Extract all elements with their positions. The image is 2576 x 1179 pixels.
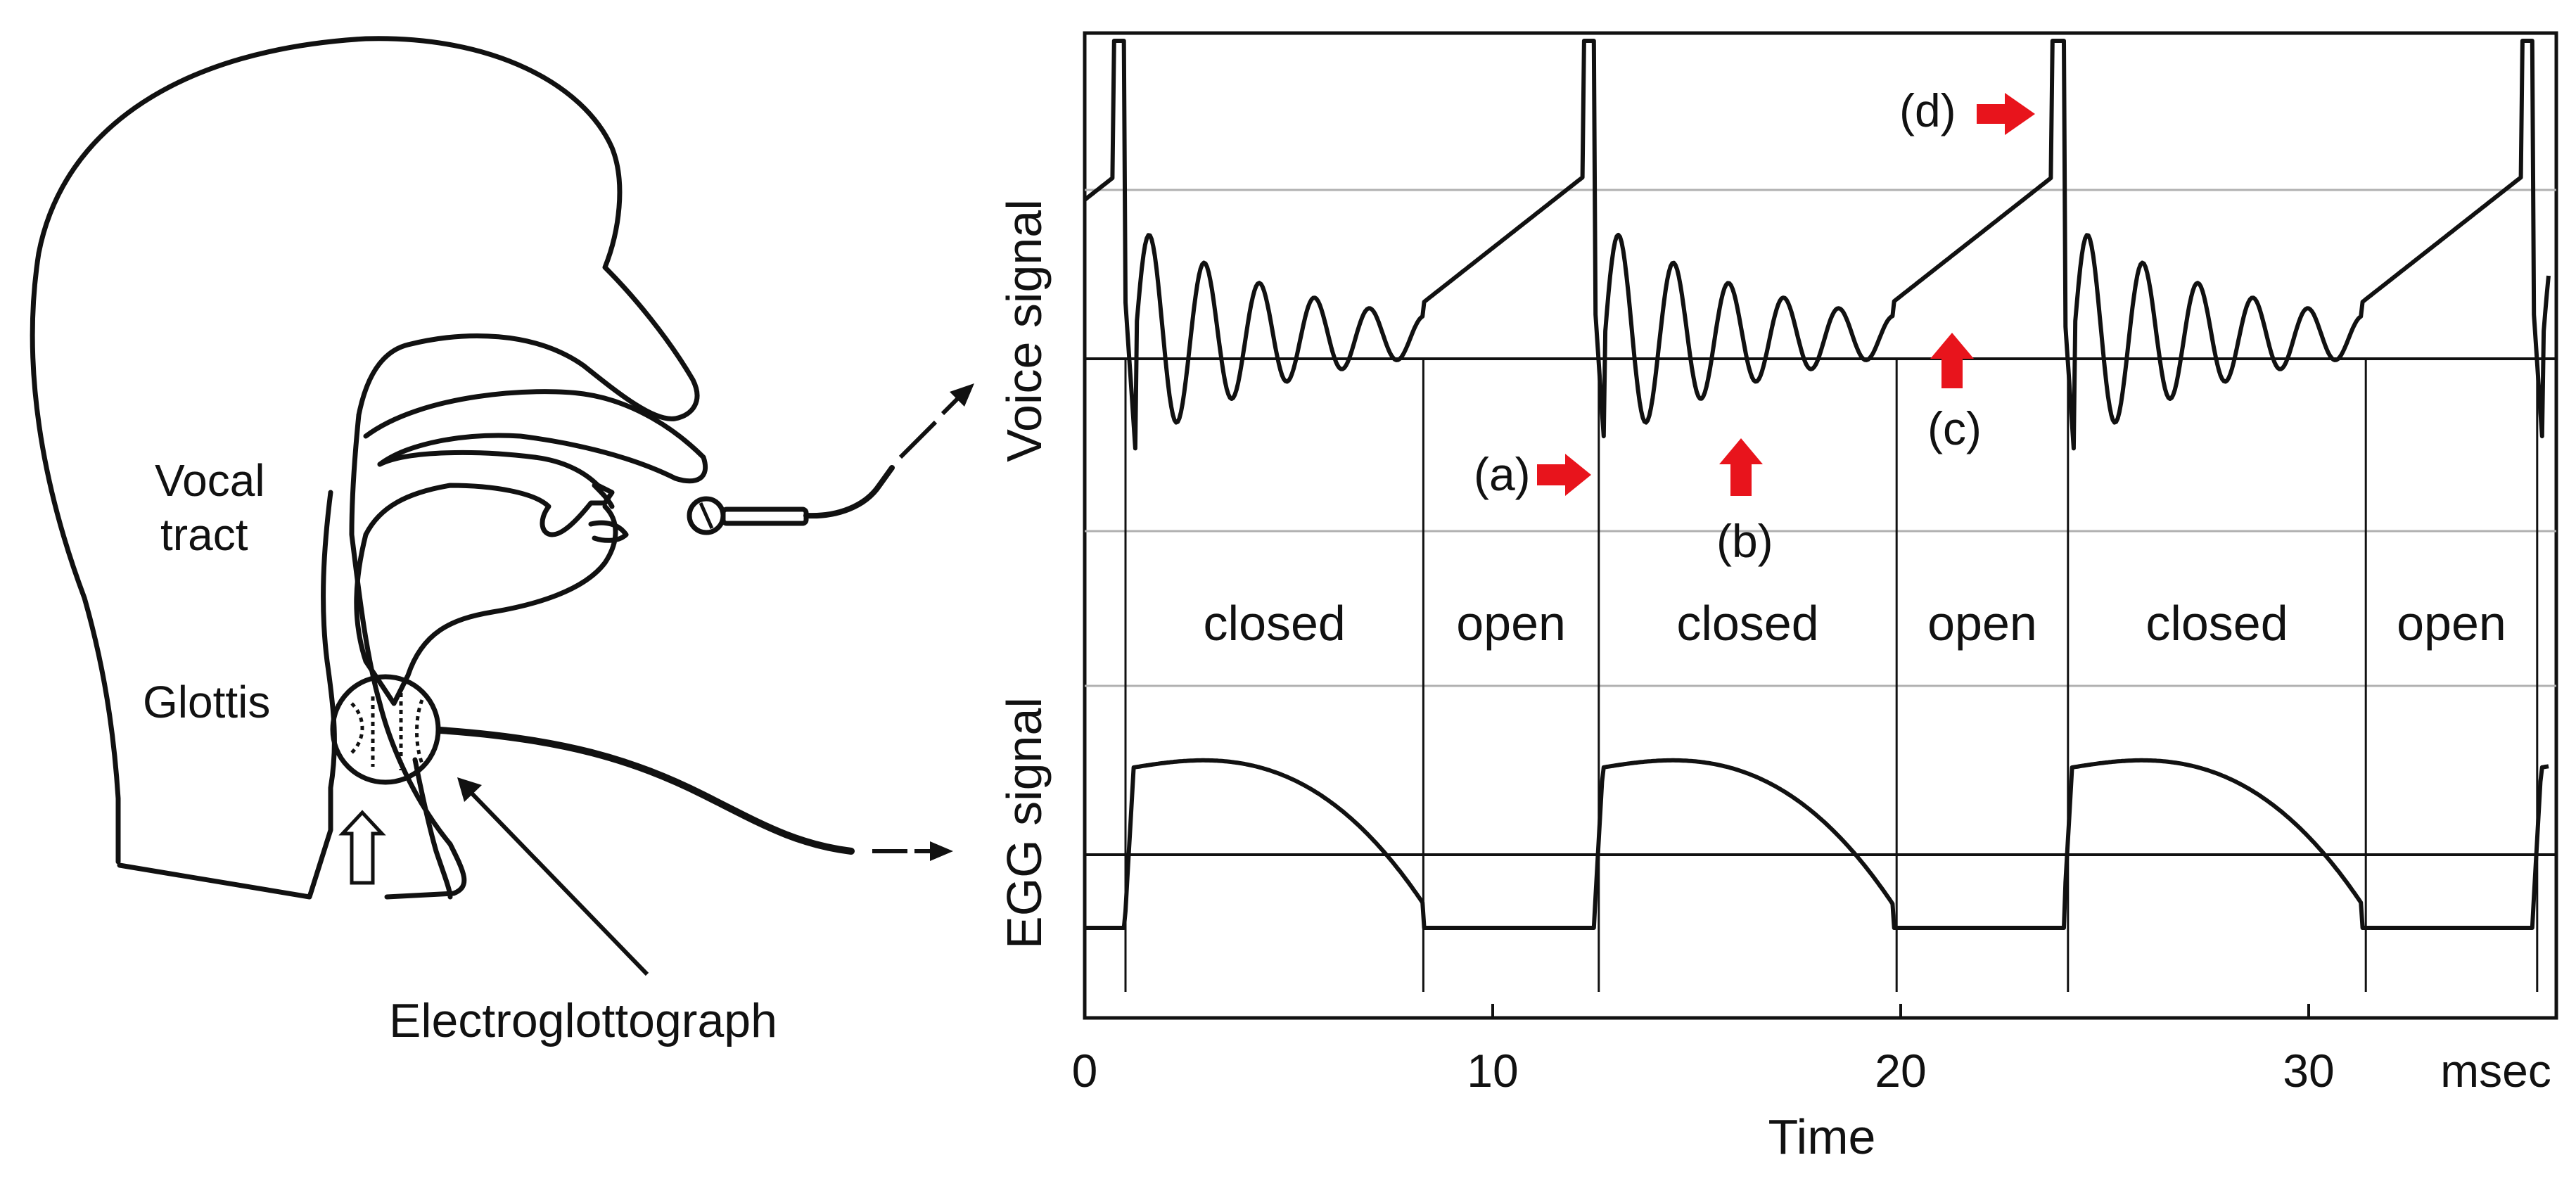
marker-b-label: (b) xyxy=(1716,515,1773,567)
palate-contour xyxy=(349,412,467,900)
pointer-arrow-head-icon xyxy=(457,777,482,802)
glottis-label: Glottis xyxy=(143,677,270,727)
lips xyxy=(588,483,629,543)
phase-label-closed: closed xyxy=(1204,596,1346,651)
nasal-cavity xyxy=(363,389,708,484)
marker-b-arrow-icon xyxy=(1719,438,1763,496)
x-axis-ticks: 0 10 20 30 xyxy=(1072,1004,2335,1097)
pharynx xyxy=(117,490,337,900)
x-tick-label: 30 xyxy=(2283,1045,2334,1097)
phase-boundaries xyxy=(1124,359,2539,992)
egg-signal-axis-label: EGG signal xyxy=(997,697,1052,949)
egg-arrow-head-icon xyxy=(930,841,953,861)
voice-signal-trace xyxy=(1083,39,2551,451)
trachea xyxy=(412,757,453,900)
marker-c-label: (c) xyxy=(1927,402,1982,454)
voice-signal-axis-label: Voice signal xyxy=(997,199,1052,462)
oral-cavity xyxy=(363,450,615,537)
vocal-tract-label-1: Vocal xyxy=(155,455,265,506)
marker-d: (d) xyxy=(1899,84,2035,136)
marker-c-arrow-icon xyxy=(1930,333,1974,388)
phase-label-open: open xyxy=(2397,596,2506,651)
voice-cable-arrow xyxy=(898,396,960,459)
x-tick-label: 0 xyxy=(1072,1045,1098,1097)
phase-labels: closed open closed open closed open xyxy=(1204,596,2506,651)
marker-d-arrow-icon xyxy=(1977,93,2035,135)
marker-a: (a) xyxy=(1474,448,1591,500)
msec-unit-label: msec xyxy=(2440,1045,2551,1097)
head-diagram xyxy=(30,36,708,900)
grid-lines xyxy=(1085,189,2556,856)
tongue-body xyxy=(354,504,618,706)
microphone-icon xyxy=(687,465,895,535)
marker-a-label: (a) xyxy=(1474,448,1531,500)
marker-b: (b) xyxy=(1716,438,1773,567)
voice-arrow-head-icon xyxy=(950,383,974,407)
egg-cable xyxy=(436,727,855,855)
airflow-arrow-icon xyxy=(338,810,386,885)
electroglottograph-label: Electroglottograph xyxy=(389,994,777,1047)
egg-signal-trace xyxy=(1084,758,2549,930)
signal-chart: closed open closed open closed open 0 10 20 30 xyxy=(1072,31,2558,1097)
vocal-fold-dotted xyxy=(350,693,424,770)
vocal-tract-label-2: tract xyxy=(160,509,248,560)
time-axis-label: Time xyxy=(1768,1109,1876,1164)
phase-label-open: open xyxy=(1456,596,1566,651)
phase-label-closed: closed xyxy=(1676,596,1818,651)
electroglottograph-pointer xyxy=(468,789,649,976)
x-tick-label: 10 xyxy=(1467,1045,1518,1097)
phase-label-open: open xyxy=(1927,596,2037,651)
marker-a-arrow-icon xyxy=(1537,454,1591,496)
marker-d-label: (d) xyxy=(1899,84,1956,136)
head-outline xyxy=(30,36,700,865)
phase-label-closed: closed xyxy=(2145,596,2288,651)
x-tick-label: 20 xyxy=(1875,1045,1926,1097)
chart-frame xyxy=(1083,31,2558,1020)
marker-c: (c) xyxy=(1927,333,1982,454)
